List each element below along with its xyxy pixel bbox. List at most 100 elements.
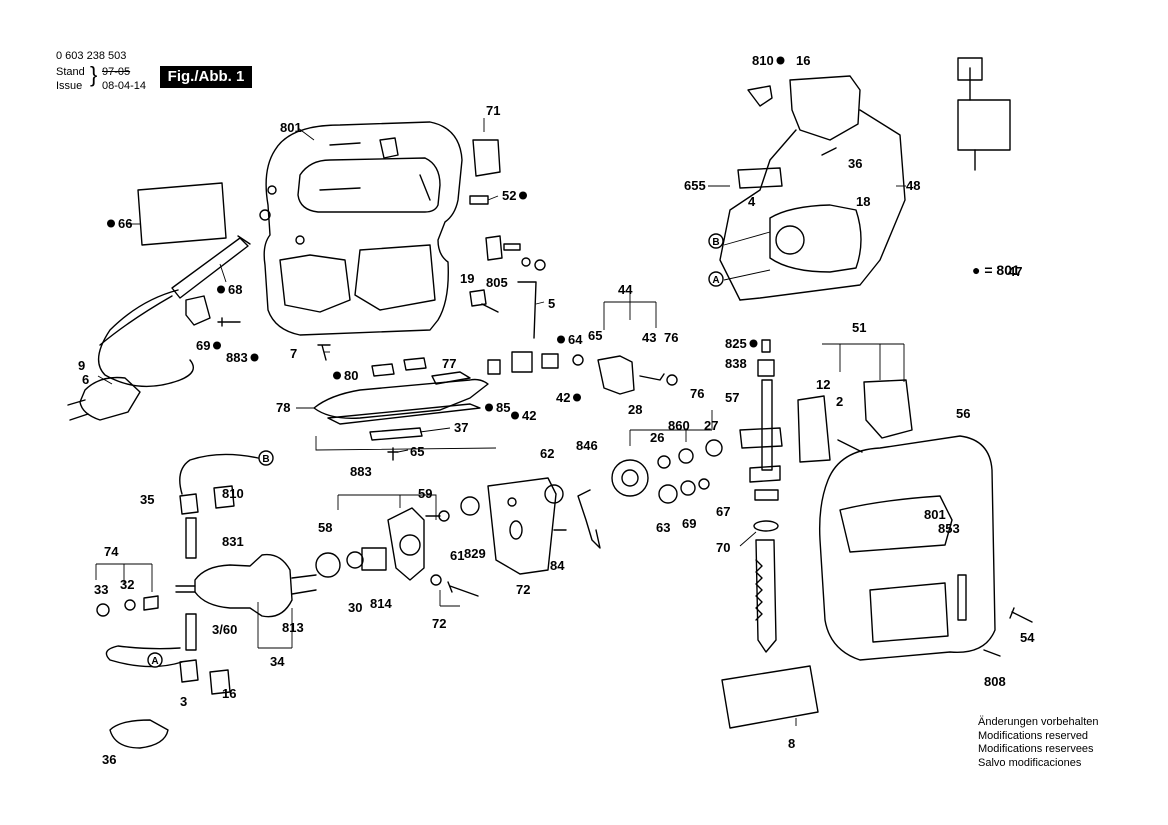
callout-label: 825 [725, 336, 747, 351]
marker-dot [107, 219, 115, 228]
callout-label: 48 [906, 178, 920, 193]
marker-dot [250, 353, 259, 362]
housing-half-left [259, 121, 463, 336]
callout-label: 36 [848, 156, 862, 171]
callout-label: 28 [628, 402, 642, 417]
plate-20 [721, 665, 819, 729]
gear-846 [611, 459, 649, 497]
rating-plate-9 [137, 182, 227, 246]
callout-label: 62 [540, 446, 554, 461]
note-es: Salvo modificaciones [978, 756, 1082, 769]
callout-label: 883 [350, 464, 372, 479]
callout-label: 801 [280, 120, 302, 135]
marker-dot [776, 56, 785, 65]
power-cord [97, 289, 194, 388]
callout-label: 84 [550, 558, 565, 573]
marker-dot [749, 339, 758, 348]
issue-label: Issue [56, 80, 83, 92]
cord-clamp-7 [185, 295, 211, 326]
note-fr: Modifications reservees [978, 743, 1094, 755]
plate-71 [472, 139, 501, 177]
callout-label: 68 [228, 282, 242, 297]
callout-label: 801 [924, 507, 946, 522]
saw-blade [755, 539, 777, 653]
callout-label: 8 [788, 736, 795, 751]
callout-label: 813 [282, 620, 304, 635]
callout-label: 16 [796, 53, 810, 68]
modification-notes: Änderungen vorbehalten Modifications res… [978, 716, 1098, 770]
callout-label: 4 [748, 194, 756, 209]
callout-label: 3/60 [212, 622, 237, 637]
marker-dot [333, 371, 341, 380]
callout-label: 860 [668, 418, 690, 433]
note-en: Modifications reserved [978, 729, 1089, 742]
brace: } [90, 62, 98, 87]
callout-label: 19 [460, 271, 474, 286]
base-plate-37 [313, 378, 489, 419]
callout-label: 70 [716, 540, 730, 555]
callout-label: 56 [956, 406, 970, 421]
callout-label: 30 [348, 600, 362, 615]
callout-label: 27 [704, 418, 718, 433]
armature-3 [194, 553, 293, 618]
callout-label: 51 [852, 320, 866, 335]
callout-label: 810 [752, 53, 774, 68]
callout-label: 2 [836, 394, 843, 409]
stand-label: Stand [56, 66, 85, 78]
callout-label: 72 [432, 616, 446, 631]
callout-label: 805 [486, 275, 508, 290]
callout-label: 44 [618, 282, 633, 297]
connector-circle [708, 271, 724, 287]
callout-label: 829 [464, 546, 486, 561]
note-de: Änderungen vorbehalten [978, 716, 1099, 728]
part-number: 0 603 238 503 [56, 50, 127, 62]
callout-label: 6 [82, 372, 89, 387]
callout-label: 37 [454, 420, 468, 435]
connector-circle [147, 652, 163, 668]
part-655 [109, 719, 169, 749]
callout-label: 831 [222, 534, 244, 549]
legend-dot: ● [972, 262, 981, 278]
callout-label: 16 [222, 686, 236, 701]
plug-5 [79, 376, 141, 421]
callout-label: 78 [276, 400, 290, 415]
rocker-825 [597, 355, 635, 395]
marker-dot [573, 393, 581, 402]
callout-label: 853 [938, 521, 960, 536]
field-coil-2 [769, 204, 862, 273]
callout-label: 72 [516, 582, 530, 597]
marker-dot [557, 335, 565, 344]
connector-label: A [712, 275, 719, 286]
connector-label: B [262, 454, 269, 465]
callout-label: 57 [725, 390, 739, 405]
callout-label: 61 [450, 548, 464, 563]
callout-label: 54 [1020, 630, 1035, 645]
callout-label: 63 [656, 520, 670, 535]
callout-label: 846 [576, 438, 598, 453]
callout-label: 32 [120, 577, 134, 592]
callout-label: 85 [496, 400, 510, 415]
connector-label: A [151, 656, 158, 667]
plunger-26 [761, 379, 773, 471]
callout-label: 883 [226, 350, 248, 365]
callout-label: 810 [222, 486, 244, 501]
callout-label: 52 [502, 188, 516, 203]
stand-value: 97-05 [102, 66, 131, 78]
callout-label: 71 [486, 103, 500, 118]
callout-label: 69 [682, 516, 696, 531]
bearing-plate-30 [387, 507, 425, 581]
callout-label: 47 [1008, 264, 1022, 279]
cord-guard-6 [171, 237, 249, 299]
connector-label: B [712, 237, 719, 248]
callout-label: 808 [984, 674, 1006, 689]
callout-label: 12 [816, 377, 830, 392]
housing-half-right [818, 435, 996, 661]
callout-label: 69 [196, 338, 210, 353]
connector-circle [258, 450, 274, 466]
callout-label: 42 [556, 390, 570, 405]
callout-label: 65 [410, 444, 424, 459]
callout-label: 77 [442, 356, 456, 371]
callout-label: 76 [690, 386, 704, 401]
